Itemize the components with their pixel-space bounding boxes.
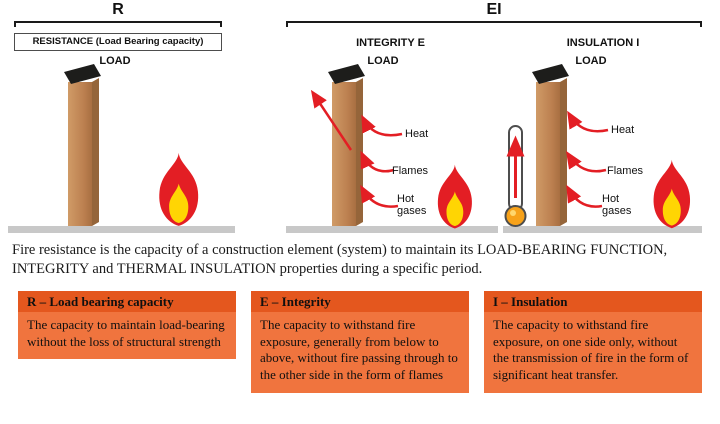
integrity-title: INTEGRITY E xyxy=(356,37,425,49)
ei-bracket xyxy=(286,21,702,27)
hot-gases-label-integrity: Hot gases xyxy=(397,193,427,218)
flames-arrow xyxy=(565,150,607,173)
card-body: The capacity to withstand fire exposure,… xyxy=(251,312,469,393)
fire-resistance-description: Fire resistance is the capacity of a con… xyxy=(12,242,668,278)
card-insulation: I – Insulation The capacity to withstand… xyxy=(484,291,702,393)
r-bracket xyxy=(14,21,222,27)
diagram-canvas xyxy=(8,64,702,233)
column-resistance xyxy=(64,64,101,226)
definition-cards: R – Load bearing capacity The capacity t… xyxy=(18,291,702,393)
column-integrity xyxy=(328,64,365,226)
load-label-resistance: LOAD xyxy=(99,55,131,67)
hot-gases-arrow xyxy=(566,184,603,208)
r-bracket-letter: R xyxy=(112,1,124,18)
card-title: E – Integrity xyxy=(251,291,469,312)
ground-strips xyxy=(8,226,702,233)
card-body: The capacity to maintain load-bearing wi… xyxy=(18,312,236,360)
integrity-arrows xyxy=(310,89,403,208)
hot-gases-arrow xyxy=(360,184,399,208)
resistance-title-box: RESISTANCE (Load Bearing capacity) xyxy=(14,33,222,51)
heat-label-insulation: Heat xyxy=(611,124,635,136)
ei-bracket-letter: EI xyxy=(486,1,502,18)
fire-icon-resistance xyxy=(159,152,199,226)
fire-icon-insulation xyxy=(653,159,691,229)
thermometer-icon xyxy=(504,125,527,227)
load-label-integrity: LOAD xyxy=(367,55,399,67)
heat-arrow xyxy=(361,114,403,137)
flames-label-integrity: Flames xyxy=(392,165,429,177)
card-title: I – Insulation xyxy=(484,291,702,312)
insulation-title: INSULATION I xyxy=(566,37,640,49)
column-insulation xyxy=(532,64,569,226)
flames-arrow xyxy=(360,150,395,173)
heat-label-integrity: Heat xyxy=(405,128,429,140)
heat-arrow xyxy=(567,110,609,133)
card-body: The capacity to withstand fire exposure,… xyxy=(484,312,702,393)
fire-through-arrow xyxy=(310,89,353,151)
card-load-bearing: R – Load bearing capacity The capacity t… xyxy=(18,291,236,360)
hot-gases-label-insulation: Hot gases xyxy=(602,193,632,218)
flames-label-insulation: Flames xyxy=(607,165,644,177)
load-label-insulation: LOAD xyxy=(575,55,607,67)
fire-icon-integrity xyxy=(437,164,472,229)
card-integrity: E – Integrity The capacity to withstand … xyxy=(251,291,469,393)
card-title: R – Load bearing capacity xyxy=(18,291,236,312)
insulation-arrows xyxy=(565,110,609,208)
